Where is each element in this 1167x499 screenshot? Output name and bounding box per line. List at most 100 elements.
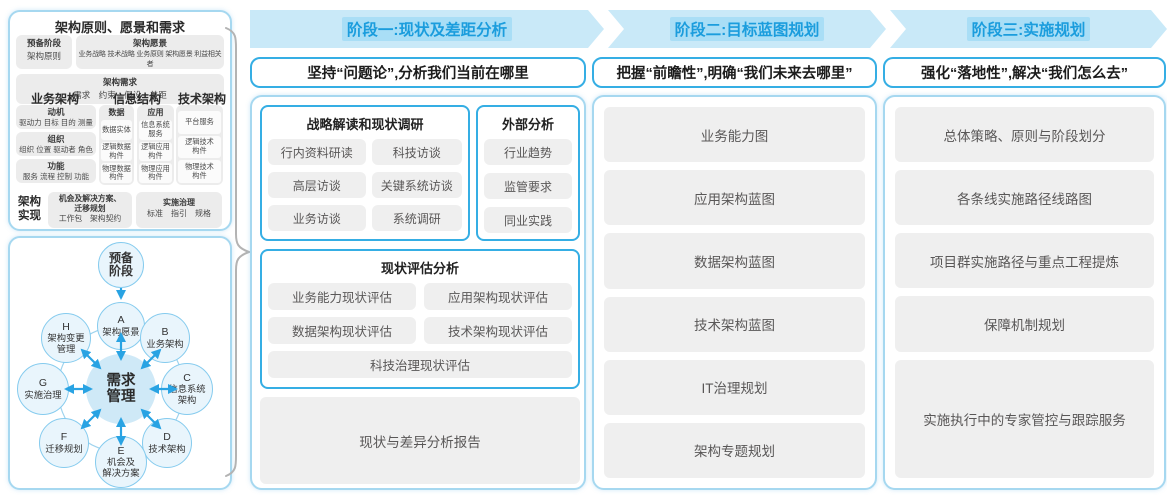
node-label: 实施治理	[24, 389, 62, 400]
implementation-governance-title: 实施治理	[163, 198, 195, 207]
architecture-requirements-box: 架构需求 需求 约束 假设 差距	[16, 74, 224, 104]
application-column-title: 应用	[147, 108, 164, 117]
current-state-assessment-group: 现状评估分析 业务能力现状评估 应用架构现状评估 数据架构现状评估 技术架构现状…	[260, 249, 580, 389]
phase3-item: 项目群实施路径与重点工程提炼	[895, 233, 1154, 289]
cycle-node-b: B 业务架构	[140, 313, 190, 363]
cycle-center-requirements: 需求 管理	[86, 354, 156, 424]
gap-analysis-report-box: 现状与差异分析报告	[260, 397, 580, 484]
external-item: 监管要求	[484, 173, 572, 199]
phase2-item: 应用架构蓝图	[604, 170, 865, 226]
vision-sub: 业务战略 技术战略 业务原则 架构愿景 利益相关者	[78, 50, 222, 69]
application-item: 物理应用 构件	[139, 163, 172, 184]
node-label: 业务架构	[146, 338, 184, 349]
brace-connector	[225, 27, 252, 477]
research-item: 关键系统访谈	[371, 172, 462, 198]
assessment-item: 技术架构现状评估	[424, 317, 572, 344]
vision-title: 架构愿景	[132, 38, 167, 48]
assessment-title: 现状评估分析	[380, 261, 459, 276]
node-letter: B	[161, 325, 169, 338]
organization-title: 组织	[47, 134, 65, 144]
data-item: 逻辑数据 构件	[101, 141, 132, 162]
motivation-sub: 驱动力 目标 目的 测量	[19, 118, 93, 128]
cycle-node-h: H 架构变更 管理	[41, 313, 91, 363]
phase2-item: 架构专题规划	[604, 422, 865, 479]
node-label: 架构变更 管理	[47, 333, 85, 354]
phase3-item: 实施执行中的专家管控与跟踪服务	[895, 359, 1154, 479]
technology-architecture-heading: 技术架构	[177, 92, 226, 106]
architecture-principles-panel: 架构原则、愿景和需求 预备阶段 架构原则 架构愿景 业务战略 技术战略 业务原则…	[8, 10, 232, 231]
phase2-item: 数据架构蓝图	[604, 233, 865, 289]
node-label: 架构愿景	[102, 326, 140, 337]
phase2-item: 技术架构蓝图	[604, 296, 865, 352]
motivation-title: 动机	[47, 107, 65, 117]
external-item: 同业实践	[484, 207, 572, 233]
organization-sub: 组织 位置 驱动者 角色	[19, 145, 93, 155]
phase3-item: 总体策略、原则与阶段划分	[895, 107, 1154, 163]
implementation-governance-box: 实施治理 标准 指引 规格	[136, 192, 222, 228]
cycle-node-e: E 机会及 解决方案	[95, 436, 147, 488]
information-structure-heading: 信息结构	[112, 92, 161, 106]
prep-phase-box: 预备阶段 架构原则	[16, 35, 72, 69]
data-item: 物理数据 构件	[101, 163, 132, 184]
research-item: 业务访谈	[268, 205, 366, 231]
function-sub: 服务 流程 控制 功能	[22, 172, 90, 182]
node-label: 迁移规划	[45, 443, 83, 454]
node-letter: E	[117, 444, 125, 457]
node-label: 技术架构	[148, 443, 186, 454]
cycle-node-d: D 技术架构	[142, 418, 192, 468]
phase2-item: IT治理规划	[604, 359, 865, 415]
opportunities-migration-title: 机会及解决方案、 迁移规划	[58, 194, 122, 214]
phase1-content-panel: 战略解读和现状调研 行内资料研读 科技访谈 高层访谈 关键系统访谈 业务访谈 系…	[250, 95, 586, 490]
architecture-realization-label: 架构 实现	[18, 196, 41, 223]
prep-phase-sub: 架构原则	[26, 50, 61, 61]
phase2-content-panel: 业务能力图 应用架构蓝图 数据架构蓝图 技术架构蓝图 IT治理规划 架构专题规划	[592, 95, 877, 490]
requirements-title: 架构需求	[102, 77, 137, 87]
implementation-governance-sub: 标准 指引 规格	[147, 209, 211, 219]
research-item: 系统调研	[371, 205, 462, 231]
data-column: 数据 数据实体 逻辑数据 构件 物理数据 构件	[99, 105, 134, 185]
cycle-node-a: A 架构愿景	[97, 302, 145, 350]
phase2-subtitle-box: 把握“前瞻性”,明确“我们未来去哪里”	[592, 57, 877, 88]
assessment-item: 业务能力现状评估	[268, 283, 416, 310]
node-letter: G	[38, 376, 48, 389]
node-label: 信息系统 架构	[168, 384, 206, 405]
opportunities-migration-sub: 工作包 架构契约	[58, 214, 122, 224]
phase2-header-text: 阶段二:目标蓝图规划	[670, 17, 825, 41]
phase2-header-arrow: 阶段二:目标蓝图规划	[608, 10, 886, 48]
cycle-node-prep: 预备 阶段	[98, 242, 144, 288]
architecture-vision-box: 架构愿景 业务战略 技术战略 业务原则 架构愿景 利益相关者	[76, 35, 224, 69]
node-letter: A	[117, 313, 125, 326]
function-title: 功能	[47, 161, 65, 171]
assessment-item: 数据架构现状评估	[268, 317, 416, 344]
cycle-node-f: F 迁移规划	[39, 418, 89, 468]
assessment-item: 应用架构现状评估	[424, 283, 572, 310]
phase3-item: 保障机制规划	[895, 296, 1154, 352]
phase2-item: 业务能力图	[604, 107, 865, 163]
phase3-content-panel: 总体策略、原则与阶段划分 各条线实施路径线路图 项目群实施路径与重点工程提炼 保…	[883, 95, 1166, 490]
data-item: 数据实体	[101, 120, 132, 140]
external-analysis-title: 外部分析	[501, 117, 554, 132]
organization-box: 组织 组织 位置 驱动者 角色	[16, 132, 96, 156]
strategy-research-title: 战略解读和现状调研	[306, 117, 424, 132]
research-item: 科技访谈	[371, 139, 462, 165]
phase3-item: 各条线实施路径线路图	[895, 170, 1154, 226]
application-item: 逻辑应用 构件	[139, 141, 172, 162]
phase3-header-text: 阶段三:实施规划	[967, 17, 1091, 41]
data-column-title: 数据	[108, 108, 125, 117]
technology-item: 平台服务	[178, 111, 221, 134]
research-item: 高层访谈	[268, 172, 366, 198]
strategy-research-group: 战略解读和现状调研 行内资料研读 科技访谈 高层访谈 关键系统访谈 业务访谈 系…	[260, 105, 470, 241]
research-item: 行内资料研读	[268, 139, 366, 165]
external-item: 行业趋势	[484, 139, 572, 165]
node-letter: D	[163, 430, 171, 443]
adm-cycle-panel: 预备 阶段 A 架构愿景 B 业务架构 C 信息系统 架构 D 技术架构 E 机…	[8, 236, 232, 490]
external-analysis-group: 外部分析 行业趋势 监管要求 同业实践	[476, 105, 580, 241]
cycle-node-g: G 实施治理	[17, 363, 69, 415]
opportunities-migration-box: 机会及解决方案、 迁移规划 工作包 架构契约	[48, 192, 132, 228]
assessment-item: 科技治理现状评估	[268, 351, 572, 378]
business-architecture-heading: 业务架构	[30, 92, 79, 106]
node-letter: H	[62, 320, 70, 333]
phase3-subtitle-box: 强化“落地性”,解决“我们怎么去”	[883, 57, 1166, 88]
node-letter: F	[60, 430, 68, 443]
